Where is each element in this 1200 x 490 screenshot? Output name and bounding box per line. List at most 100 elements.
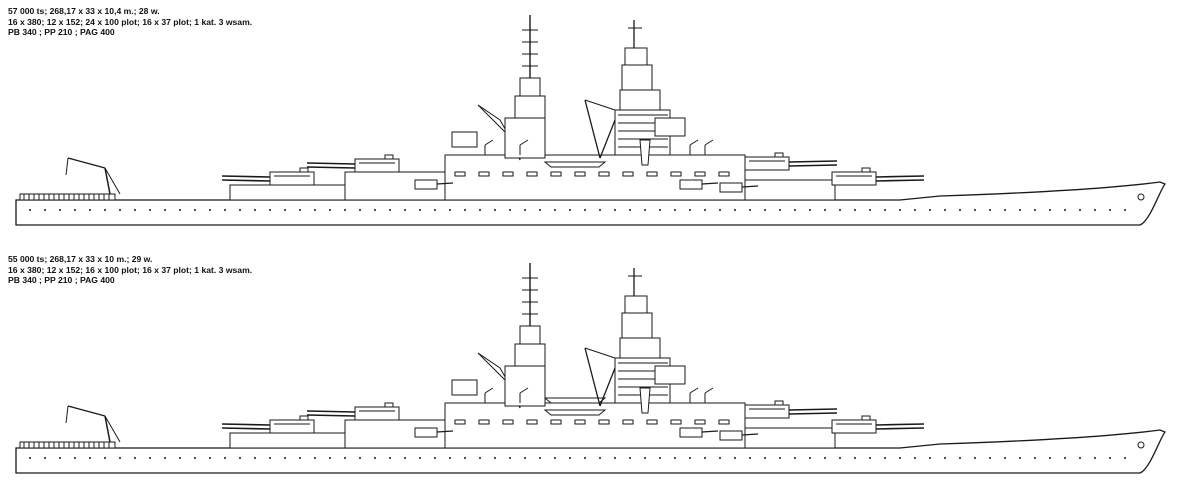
porthole [989, 457, 991, 459]
superstructure-window [550, 419, 562, 425]
funnel-cap [639, 139, 651, 166]
secondary-turret-house [719, 182, 743, 193]
porthole [149, 209, 151, 211]
porthole [1079, 209, 1081, 211]
aft-control-tower [451, 263, 546, 409]
ship-boat [543, 409, 607, 416]
aft-director [451, 131, 478, 148]
rangefinder-hood [861, 415, 871, 421]
ship-boat [543, 161, 607, 168]
porthole [494, 209, 496, 211]
porthole [299, 457, 301, 459]
porthole [344, 457, 346, 459]
midship-crane [584, 99, 616, 159]
ship-boat [543, 397, 607, 404]
porthole [119, 457, 121, 459]
porthole [584, 209, 586, 211]
porthole [1019, 209, 1021, 211]
porthole [554, 209, 556, 211]
porthole [674, 209, 676, 211]
porthole [89, 457, 91, 459]
porthole [464, 457, 466, 459]
porthole [254, 457, 256, 459]
porthole [629, 457, 631, 459]
porthole [179, 209, 181, 211]
secondary-turret [679, 179, 719, 190]
porthole [329, 209, 331, 211]
gun-barrel [875, 179, 925, 182]
porthole [854, 457, 856, 459]
gun-barrel [788, 160, 838, 163]
crane-hook-line [65, 157, 69, 176]
ship-2-specification: 55 000 ts; 268,17 x 33 x 10 m.; 29 w. 16… [8, 254, 252, 286]
aa-gun [704, 387, 714, 394]
turret-house [354, 406, 400, 421]
porthole [734, 457, 736, 459]
porthole [659, 457, 661, 459]
porthole [164, 457, 166, 459]
gun-turret [306, 154, 400, 173]
secondary-turret [414, 427, 454, 438]
porthole [1094, 457, 1096, 459]
superstructure-window [718, 419, 730, 425]
porthole [179, 457, 181, 459]
superstructure-window [646, 171, 658, 177]
porthole [209, 209, 211, 211]
main-tower-bridge [619, 337, 661, 359]
porthole [119, 209, 121, 211]
hull [15, 181, 1167, 226]
porthole [629, 209, 631, 211]
porthole [59, 209, 61, 211]
aft-tower-top [514, 343, 546, 367]
ship-1-profile-drawing [15, 15, 1167, 226]
rangefinder-hood [384, 154, 394, 160]
porthole [299, 209, 301, 211]
porthole [884, 209, 886, 211]
superstructure-window [502, 171, 514, 177]
porthole [899, 209, 901, 211]
porthole [689, 457, 691, 459]
crane-stay [104, 415, 121, 443]
aft-catapult-deck [19, 193, 116, 201]
crane-stay [104, 167, 121, 195]
porthole [284, 209, 286, 211]
porthole [779, 457, 781, 459]
superstructure-window [526, 419, 538, 425]
superstructure-window [598, 171, 610, 177]
aft-deckhouse [229, 432, 346, 449]
porthole [869, 457, 871, 459]
porthole [404, 209, 406, 211]
porthole [749, 209, 751, 211]
porthole [599, 457, 601, 459]
porthole [59, 457, 61, 459]
porthole [1004, 209, 1006, 211]
porthole [569, 209, 571, 211]
aft-control-tower [451, 15, 546, 161]
ship-1-silhouette [15, 15, 1167, 226]
porthole [524, 209, 526, 211]
porthole [1109, 457, 1111, 459]
porthole [944, 457, 946, 459]
aft-deckhouse [229, 184, 346, 201]
aft-crane [65, 157, 121, 195]
porthole [1109, 209, 1111, 211]
porthole [779, 209, 781, 211]
turret-house [831, 419, 877, 434]
porthole [614, 209, 616, 211]
aa-gun [704, 139, 714, 146]
porthole [239, 457, 241, 459]
spec-line: PB 340 ; PP 210 ; PAG 400 [8, 275, 115, 285]
secondary-turret-house [679, 179, 703, 190]
turret-house [269, 419, 315, 434]
porthole [104, 457, 106, 459]
secondary-turret-house [679, 427, 703, 438]
porthole [89, 209, 91, 211]
porthole [929, 457, 931, 459]
crane-stay [584, 99, 616, 111]
superstructure-window [550, 171, 562, 177]
gun-barrel [221, 423, 271, 426]
porthole [209, 457, 211, 459]
aft-catapult-deck [19, 441, 116, 449]
porthole [824, 457, 826, 459]
porthole [269, 209, 271, 211]
